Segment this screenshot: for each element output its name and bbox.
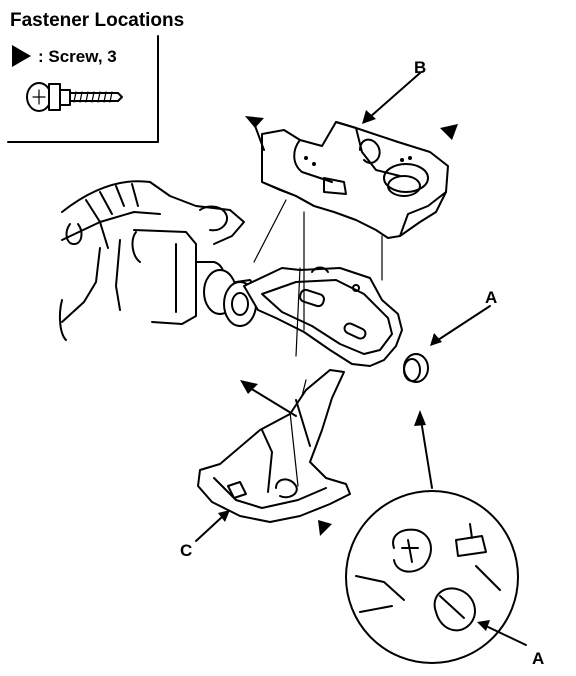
- callout-c: C: [180, 541, 192, 560]
- diagram-title: Fastener Locations: [10, 10, 184, 31]
- screw-markers: [240, 116, 458, 536]
- screw-marker-2-icon: [440, 124, 458, 140]
- leader-lines: [195, 72, 527, 646]
- column-bracket: [243, 211, 403, 367]
- upper-cover-b: [253, 121, 449, 281]
- screw-marker-icon: [12, 45, 31, 67]
- legend-frame: [7, 35, 159, 143]
- callout-a-bottom: A: [532, 649, 544, 668]
- detail-inset: [345, 490, 519, 664]
- cap-a: [403, 353, 429, 383]
- screw-marker-3-icon: [240, 380, 258, 394]
- screw-marker-4-icon: [318, 520, 332, 536]
- screw-icon: [26, 82, 123, 112]
- legend: : Screw, 3: [7, 35, 159, 143]
- screw-marker-1-icon: [245, 116, 264, 128]
- callout-a-top: A: [485, 288, 497, 307]
- lower-cover-c: [197, 369, 351, 523]
- legend-label: : Screw, 3: [38, 47, 117, 66]
- callout-b: B: [414, 58, 426, 77]
- steering-column: [58, 180, 259, 341]
